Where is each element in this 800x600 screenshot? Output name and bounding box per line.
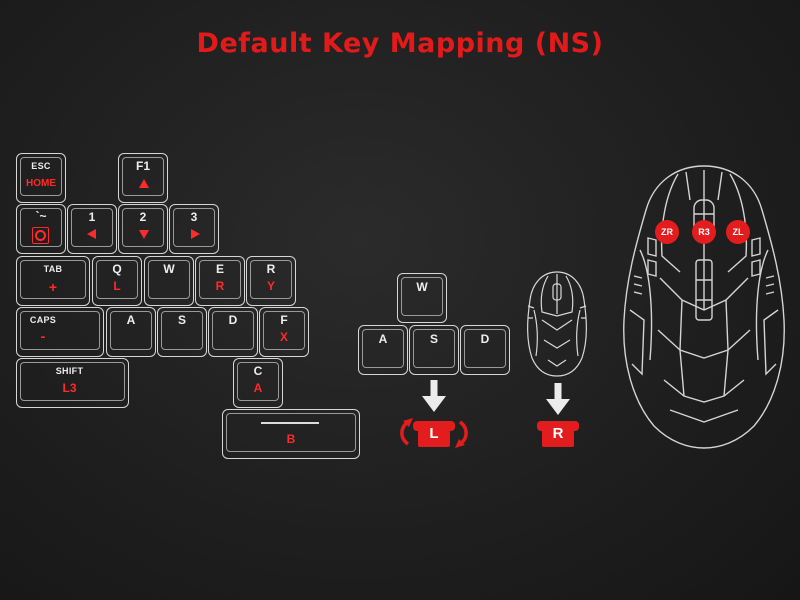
- key-caps: CAPS -: [16, 307, 104, 357]
- key-a-label: A: [126, 313, 136, 327]
- key-shift: SHIFT L3: [16, 358, 129, 408]
- wasd-key-w-label: W: [416, 280, 428, 294]
- right-stick-label: R: [552, 425, 564, 442]
- key-space-mapping: B: [286, 432, 296, 446]
- key-1-label: 1: [88, 210, 96, 224]
- key-q: Q L: [92, 256, 142, 306]
- mouse-button-zr: ZR: [655, 220, 679, 244]
- key-caps-mapping: -: [40, 328, 46, 344]
- key-c-mapping: A: [253, 381, 263, 395]
- wasd-key-a-label: A: [378, 332, 388, 346]
- arrow-down-icon: [546, 383, 570, 415]
- key-f-label: F: [280, 313, 288, 327]
- key-1: 1: [67, 204, 117, 254]
- spacebar-line: [261, 422, 319, 424]
- key-shift-label: SHIFT: [55, 366, 84, 376]
- key-backtick-label: `~: [35, 209, 47, 223]
- key-d: D: [208, 307, 258, 357]
- key-r-label: R: [266, 262, 276, 276]
- key-tab-label: TAB: [43, 264, 63, 274]
- key-2-label: 2: [139, 210, 147, 224]
- key-3: 3: [169, 204, 219, 254]
- left-stick-label: L: [429, 425, 439, 442]
- triangle-up-icon: [139, 179, 149, 188]
- wasd-key-s-label: S: [429, 332, 438, 346]
- key-shift-mapping: L3: [62, 381, 77, 395]
- key-f1-label: F1: [135, 159, 150, 173]
- key-e-label: E: [215, 262, 224, 276]
- key-backtick: `~: [16, 204, 66, 254]
- key-e: E R: [195, 256, 245, 306]
- key-2: 2: [118, 204, 168, 254]
- mouse-small-icon: [527, 271, 587, 377]
- wasd-key-a: A: [358, 325, 408, 375]
- key-r: R Y: [246, 256, 296, 306]
- key-caps-label: CAPS: [29, 315, 57, 325]
- key-s: S: [157, 307, 207, 357]
- key-f1: F1: [118, 153, 168, 203]
- wasd-key-d-label: D: [480, 332, 490, 346]
- triangle-right-icon: [191, 229, 200, 239]
- home-ring-icon: [34, 229, 46, 241]
- key-w-label: W: [163, 262, 175, 276]
- mouse-button-zl: ZL: [726, 220, 750, 244]
- key-f-mapping: X: [279, 330, 288, 344]
- key-q-label: Q: [112, 262, 122, 276]
- right-stick-badge: R: [537, 421, 579, 447]
- key-d-label: D: [228, 313, 238, 327]
- key-esc: ESC HOME: [16, 153, 66, 203]
- key-w: W: [144, 256, 194, 306]
- mouse-large-icon: [623, 165, 785, 449]
- home-button-icon: [32, 227, 49, 244]
- key-e-mapping: R: [215, 279, 225, 293]
- mouse-button-r3: R3: [692, 220, 716, 244]
- key-space: B: [222, 409, 360, 459]
- right-stick-cap: [537, 421, 579, 431]
- key-esc-mapping: HOME: [26, 178, 56, 189]
- wasd-key-d: D: [460, 325, 510, 375]
- key-f: F X: [259, 307, 309, 357]
- left-stick-cap: [413, 421, 455, 431]
- arrow-down-icon: [422, 380, 446, 412]
- page-title: Default Key Mapping (NS): [196, 28, 604, 59]
- key-c-label: C: [253, 364, 263, 378]
- wasd-key-s: S: [409, 325, 459, 375]
- key-r-mapping: Y: [266, 279, 275, 293]
- key-tab: TAB +: [16, 256, 90, 306]
- key-3-label: 3: [190, 210, 198, 224]
- key-tab-mapping: +: [48, 279, 58, 295]
- key-q-mapping: L: [113, 279, 121, 293]
- triangle-down-icon: [139, 230, 149, 239]
- left-stick-badge: L: [413, 421, 455, 447]
- key-s-label: S: [177, 313, 186, 327]
- wasd-key-w: W: [397, 273, 447, 323]
- rotate-arrows-icon: [400, 418, 468, 448]
- key-a: A: [106, 307, 156, 357]
- triangle-left-icon: [87, 229, 96, 239]
- key-esc-label: ESC: [31, 161, 51, 171]
- key-c: C A: [233, 358, 283, 408]
